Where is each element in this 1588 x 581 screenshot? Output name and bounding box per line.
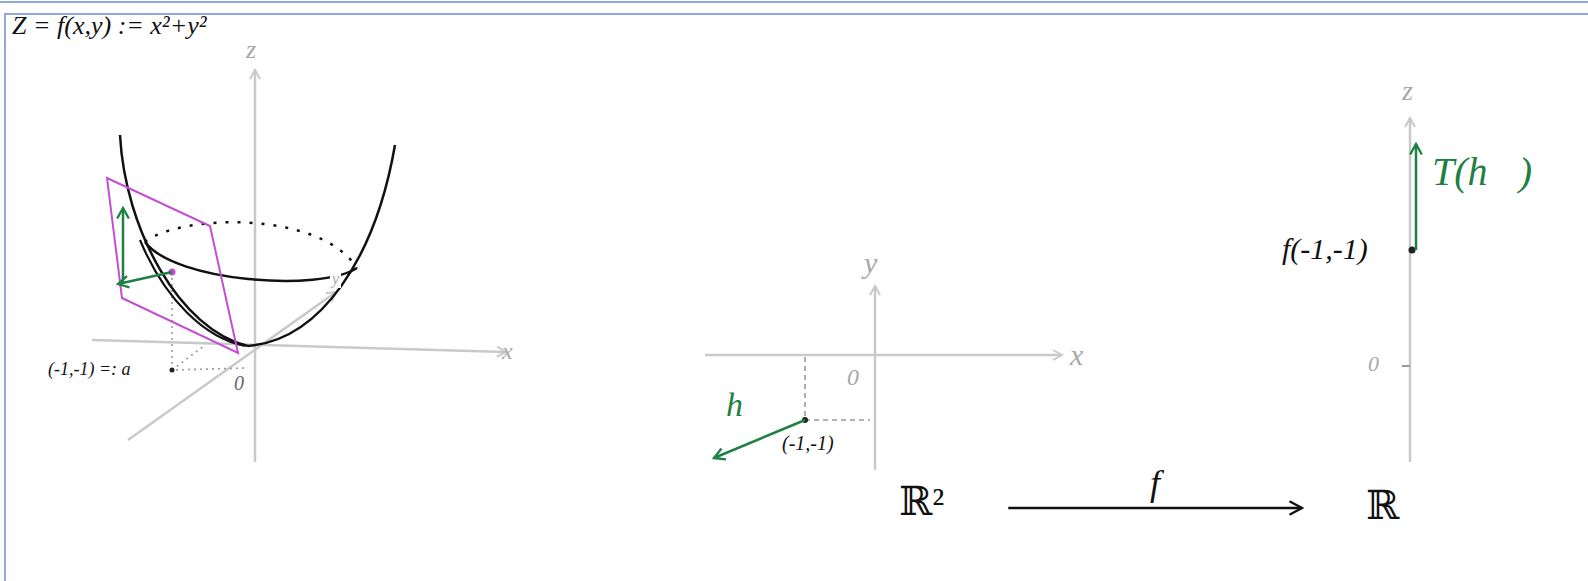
axis-label: y [330, 270, 341, 288]
level-ellipse-back [145, 222, 357, 268]
set-symbol: ℝ² [899, 480, 944, 524]
origin-label: 0 [845, 364, 861, 390]
y-axis [874, 286, 877, 470]
axis-label: z [244, 36, 258, 65]
vector-label: h⃗ [724, 386, 771, 423]
point-a [170, 368, 175, 373]
t-vector [1415, 144, 1418, 250]
axis-label: x [500, 338, 515, 364]
projection-line [172, 345, 205, 370]
tangent-plane [107, 178, 238, 353]
x-axis [705, 354, 1062, 357]
frame-border [5, 14, 1588, 581]
z-axis [1409, 118, 1412, 462]
frame-line [0, 1, 1588, 3]
origin-label: 0 [1366, 352, 1381, 376]
map-name: f [1147, 464, 1163, 504]
set-node: ℝ [1362, 482, 1403, 530]
paraboloid-curve [140, 240, 245, 346]
map-arrow [1008, 507, 1302, 510]
value-label: f(-1,-1) [1280, 232, 1370, 265]
origin-label: 0 [232, 372, 246, 394]
z-axis [254, 70, 257, 462]
t-vector [122, 208, 125, 283]
y-axis [128, 292, 336, 440]
value-point [1409, 247, 1416, 254]
function-definition: Z = f(x,y) := x²+y² [10, 12, 209, 41]
set-symbol: ℝ [1366, 484, 1399, 528]
projection-line [805, 357, 870, 420]
set-node: ℝ² [895, 478, 948, 526]
axis-label: x [1068, 338, 1085, 371]
projection-line [172, 272, 246, 370]
level-ellipse-front [145, 242, 357, 281]
paraboloid-curve [248, 145, 395, 346]
point-label: (-1,-1) =: a [46, 360, 133, 380]
axis-label: z [1400, 76, 1415, 107]
image-vector-label: T(h⃗) [1430, 150, 1534, 194]
x-axis [92, 340, 506, 352]
zero-tick [1402, 365, 1410, 367]
point-label: (-1,-1) [780, 432, 836, 454]
h-vector [118, 272, 172, 284]
axis-label: y [862, 246, 879, 279]
